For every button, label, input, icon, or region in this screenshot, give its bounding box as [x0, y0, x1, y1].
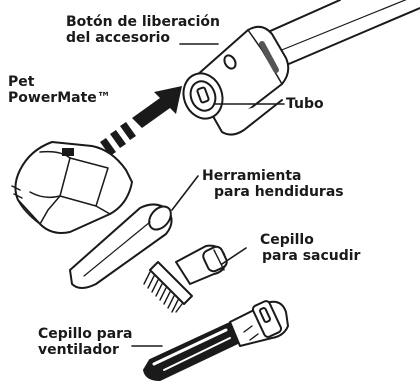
label-crevice-tool: Herramienta para hendiduras	[202, 168, 344, 200]
label-pet-powermate-line1: Pet	[8, 74, 35, 90]
insert-arrow	[100, 86, 182, 156]
label-fan-brush-line1: Cepillo para	[38, 326, 133, 342]
label-dusting-brush-line2: para sacudir	[262, 248, 361, 264]
label-release-button-line2: del accesorio	[66, 30, 171, 46]
label-fan-brush-line2: ventilador	[38, 342, 119, 358]
leader-dusting-brush	[221, 247, 247, 265]
label-pet-powermate-line2: PowerMate™	[8, 90, 111, 106]
tube-illustration	[182, 0, 420, 136]
label-fan-brush: Cepillo para ventilador	[38, 326, 133, 358]
label-dusting-brush-line1: Cepillo	[260, 232, 314, 248]
fan-brush-illustration	[143, 300, 289, 381]
label-tube-text: Tubo	[286, 96, 324, 112]
crevice-tool-illustration	[69, 203, 173, 289]
label-release-button-line1: Botón de liberación	[66, 14, 220, 30]
leader-crevice-tool	[171, 175, 199, 211]
label-dusting-brush: Cepillo para sacudir	[248, 232, 360, 264]
leader-lines	[131, 43, 285, 347]
label-crevice-tool-line2: para hendiduras	[214, 184, 344, 200]
label-tube: Tubo	[286, 96, 324, 112]
label-crevice-tool-line1: Herramienta	[202, 168, 302, 184]
label-release-button: Botón de liberación del accesorio	[66, 14, 220, 46]
pet-powermate-illustration	[11, 141, 133, 234]
dusting-brush-illustration	[143, 244, 228, 313]
label-pet-powermate: Pet PowerMate™	[8, 74, 111, 106]
